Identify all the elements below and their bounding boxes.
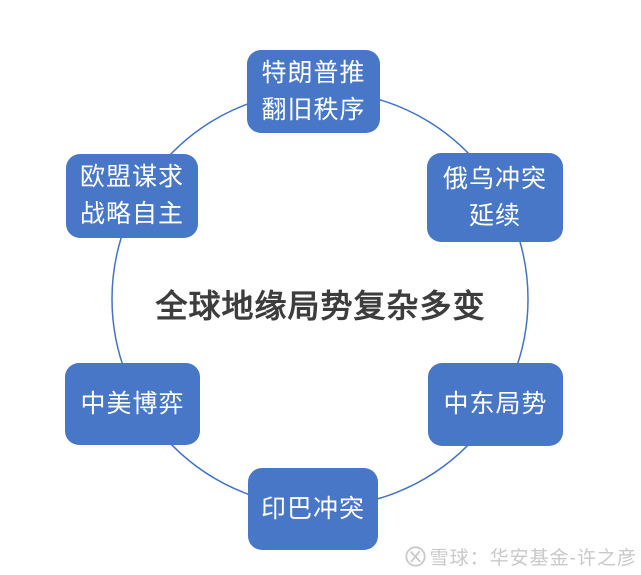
node-russia-ukraine: 俄乌冲突 延续	[427, 153, 563, 242]
node-label-line: 延续	[468, 201, 521, 230]
node-india-pakistan: 印巴冲突	[248, 468, 378, 550]
node-label-line: 特朗普推	[261, 58, 366, 87]
xueqiu-snowball-icon	[405, 546, 426, 567]
node-china-us: 中美博弈	[65, 363, 200, 445]
node-label-line: 中东局势	[443, 390, 548, 418]
node-trump-old-order: 特朗普推 翻旧秩序	[247, 50, 380, 133]
watermark: 雪球：华安基金-许之彦	[405, 543, 637, 570]
node-label-line: 翻旧秩序	[261, 95, 366, 124]
node-label-line: 中美博弈	[80, 389, 185, 418]
node-label-line: 战略自主	[79, 200, 184, 228]
node-label-line: 俄乌冲突	[442, 164, 547, 193]
node-middle-east: 中东局势	[428, 363, 563, 446]
node-eu-strategic-autonomy: 欧盟谋求 战略自主	[66, 154, 198, 238]
diagram-center-title: 全球地缘局势复杂多变	[155, 288, 486, 324]
watermark-text: 雪球：华安基金-许之彦	[429, 548, 637, 569]
node-label-line: 印巴冲突	[260, 494, 365, 523]
node-label-line: 欧盟谋求	[79, 163, 184, 191]
